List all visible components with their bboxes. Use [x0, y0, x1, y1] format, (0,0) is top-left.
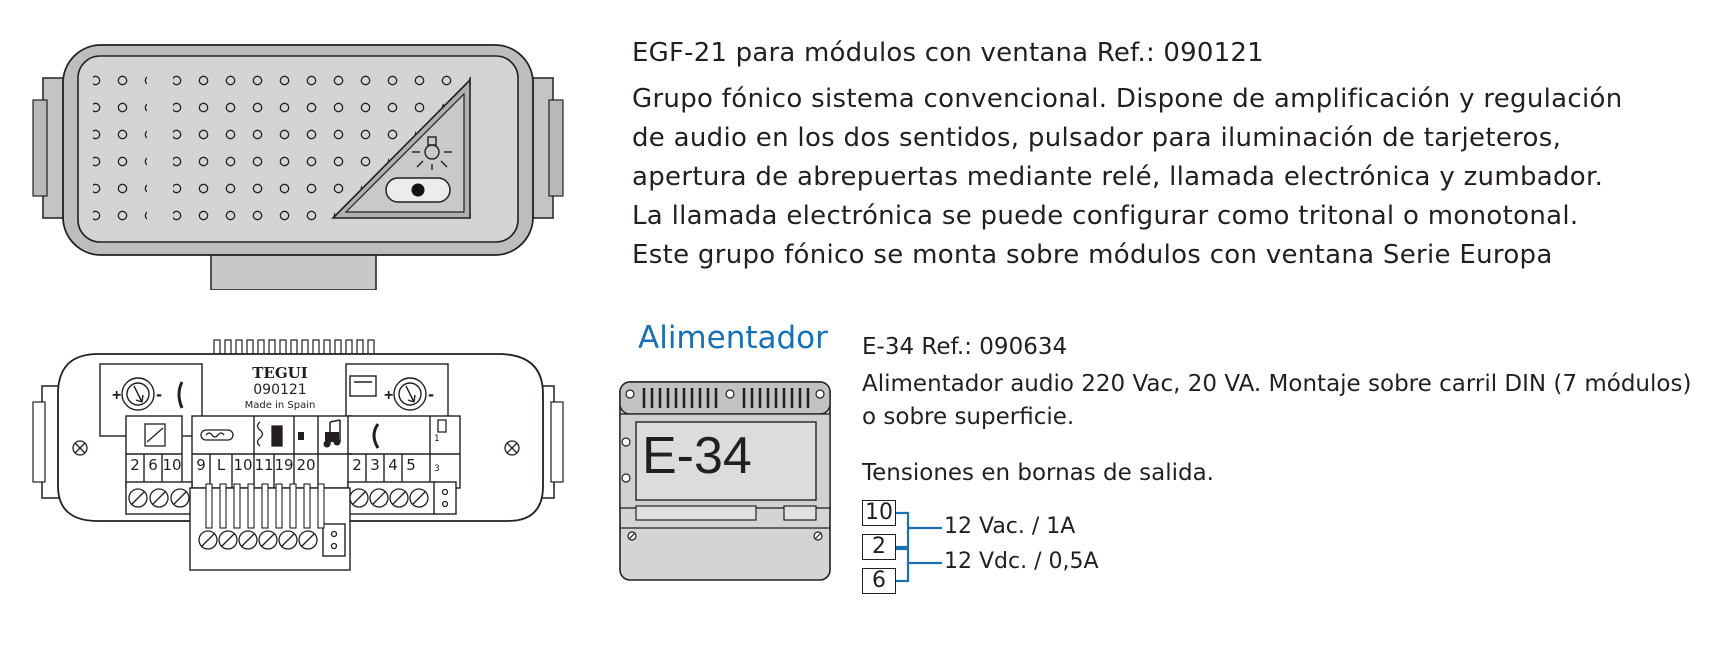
egf21-back-illustration: + - + - — [28, 336, 568, 576]
terminal-label: 20 — [296, 456, 316, 474]
output-terminal-box: 10 — [862, 500, 896, 526]
egf21-description-line: Este grupo fónico se monta sobre módulos… — [632, 240, 1553, 270]
egf21-description-line: La llamada electrónica se puede configur… — [632, 201, 1579, 231]
e34-description-line: o sobre superficie. — [862, 404, 1075, 430]
terminal-label: 2 — [352, 456, 362, 474]
output-label-vdc: 12 Vdc. / 0,5A — [944, 549, 1099, 574]
terminal-label: 10 — [233, 456, 253, 474]
output-terminal-box: 2 — [862, 534, 896, 560]
brand-label: TEGUI — [252, 364, 308, 382]
egf21-description-line: apertura de abrepuertas mediante relé, l… — [632, 162, 1604, 192]
terminal-label: 9 — [196, 456, 206, 474]
terminal-label: 4 — [388, 456, 398, 474]
svg-text:+: + — [112, 387, 121, 404]
lamp-icon — [412, 136, 452, 170]
module-ref-label: 090121 — [253, 382, 307, 398]
svg-text:-: - — [428, 384, 434, 404]
alimentador-heading: Alimentador — [638, 320, 828, 356]
output-terminal-box: 6 — [862, 568, 896, 594]
svg-text:+: + — [384, 387, 393, 404]
egf21-description-line: Grupo fónico sistema convencional. Dispo… — [632, 84, 1623, 114]
terminal-label: 5 — [406, 456, 416, 474]
terminal-label: 2 — [130, 456, 140, 474]
outputs-heading: Tensiones en bornas de salida. — [862, 460, 1214, 486]
made-in-label: Made in Spain — [244, 400, 316, 411]
terminal-label: L — [216, 456, 226, 474]
terminals-right: 2 3 4 5 — [348, 456, 420, 474]
egf21-front-illustration — [32, 44, 564, 290]
egf21-description-line: de audio en los dos sentidos, pulsador p… — [632, 123, 1562, 153]
output-connector-lines — [896, 511, 942, 583]
terminal-label: 10 — [162, 456, 182, 474]
egf21-description: Grupo fónico sistema convencional. Dispo… — [632, 80, 1692, 275]
selector-3-label: 3 — [434, 464, 440, 474]
e34-description: Alimentador audio 220 Vac, 20 VA. Montaj… — [862, 368, 1702, 434]
e34-illustration: E-34 — [616, 376, 836, 586]
e34-title: E-34 Ref.: 090634 — [862, 334, 1068, 360]
terminal-label: 6 — [148, 456, 158, 474]
terminal-label: 3 — [370, 456, 380, 474]
e34-display-label: E-34 — [642, 427, 752, 485]
egf21-title: EGF-21 para módulos con ventana Ref.: 09… — [632, 38, 1264, 68]
output-label-vac: 12 Vac. / 1A — [944, 514, 1076, 539]
svg-text:-: - — [156, 384, 162, 404]
e34-description-line: Alimentador audio 220 Vac, 20 VA. Montaj… — [862, 371, 1692, 397]
terminal-label: 19 — [274, 456, 294, 474]
terminals-mid: 9 L 10 11 19 20 — [192, 456, 352, 474]
selector-1-label: 1 — [434, 434, 440, 444]
terminals-left: 2 6 10 — [126, 456, 182, 474]
terminal-label: 11 — [254, 456, 274, 474]
